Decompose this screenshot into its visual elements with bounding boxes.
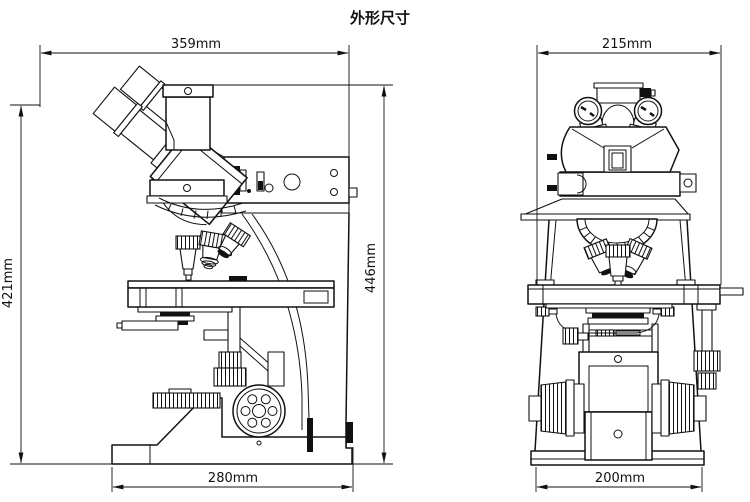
dim-front-base-width: 200mm <box>535 467 703 492</box>
focus-wheel <box>232 384 286 446</box>
page-title: 外形尺寸 <box>349 9 410 27</box>
substage-assembly <box>116 306 285 387</box>
dim-front-width-top: 215mm <box>536 37 722 285</box>
base-side <box>111 388 353 465</box>
objectives-front <box>583 237 653 286</box>
condenser-front <box>535 304 675 345</box>
side-control-panel <box>211 149 358 204</box>
head-band-front <box>557 171 697 197</box>
stage-xy-knob <box>693 303 721 390</box>
illuminator-column <box>578 323 659 461</box>
dim-side-base-width: 280mm <box>111 447 354 492</box>
focus-knob-right <box>651 379 707 437</box>
nosepiece <box>154 197 247 220</box>
dim-label-215: 215mm <box>602 37 652 52</box>
focus-knob-left <box>528 379 585 437</box>
shoulder-plate <box>522 198 690 216</box>
stage-front <box>527 279 744 309</box>
dim-side-width-top: 359mm <box>39 37 350 213</box>
camera-port <box>162 84 214 151</box>
eyepiece-right <box>633 96 663 126</box>
camera-tube-front <box>593 82 656 104</box>
stage-side <box>127 276 335 308</box>
front-view-drawing <box>520 82 744 466</box>
dim-side-height-left: 421mm <box>1 104 40 464</box>
fine-focus-knob <box>213 351 247 387</box>
dim-label-421: 421mm <box>1 258 16 308</box>
dim-label-280: 280mm <box>208 471 258 486</box>
dim-label-200: 200mm <box>595 471 645 486</box>
dim-side-height-right: 446mm <box>208 84 393 464</box>
dim-label-359: 359mm <box>171 37 221 52</box>
dim-label-446: 446mm <box>364 243 379 293</box>
head-body-front <box>547 126 680 191</box>
objective-lenses <box>175 221 252 281</box>
side-view-drawing <box>10 65 393 465</box>
eyepiece-left <box>573 96 603 126</box>
